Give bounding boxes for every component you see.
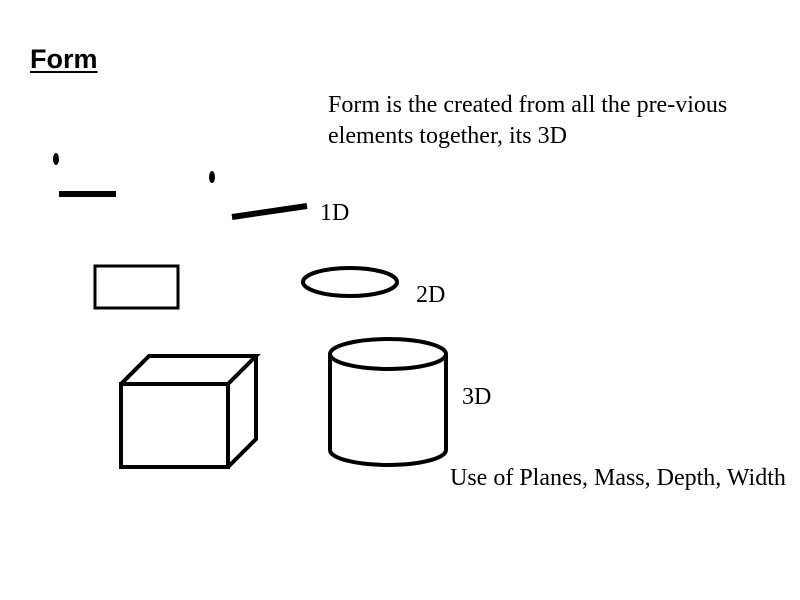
label-2d: 2D [416,282,446,308]
point-dot-right [209,171,215,183]
ellipse-shape [301,266,399,298]
cylinder-shape [328,337,448,467]
label-1d: 1D [320,200,350,226]
slide-title: Form [30,44,98,74]
form-note: Use of Planes, Mass, Depth, Width [450,465,786,491]
form-description: Form is the created from all the pre-vio… [328,92,728,149]
label-3d: 3D [462,384,492,410]
cube-shape [119,354,261,469]
line-slanted [231,203,308,220]
rectangle-shape [93,264,180,310]
point-dot-left [53,153,59,165]
